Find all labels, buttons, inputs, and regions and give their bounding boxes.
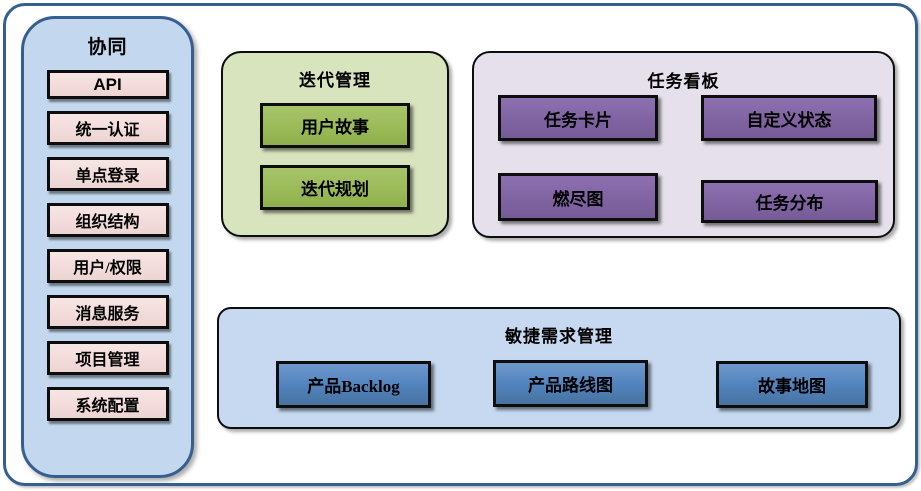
agile-requirements-title: 敏捷需求管理	[505, 327, 613, 346]
feature-box-product-backlog: 产品Backlog	[276, 361, 431, 408]
sidebar-item-system-config: 系统配置	[46, 387, 169, 421]
feature-box-story-map: 故事地图	[716, 361, 868, 408]
sidebar-item-message-service: 消息服务	[46, 295, 169, 329]
sidebar-item-unified-auth: 统一认证	[46, 111, 169, 145]
iteration-management-title: 迭代管理	[299, 71, 371, 90]
feature-box-product-roadmap: 产品路线图	[493, 360, 648, 407]
sidebar-item-api: API	[46, 70, 169, 99]
sidebar-item-project-management: 项目管理	[46, 341, 169, 375]
outer-frame: 协同 API 统一认证 单点登录 组织结构 用户/权限 消息服务 项目管理 系统…	[3, 3, 918, 486]
feature-box-custom-status: 自定义状态	[701, 95, 877, 141]
agile-requirements-panel: 敏捷需求管理 产品Backlog 产品路线图 故事地图	[217, 307, 901, 429]
task-board-panel: 任务看板 任务卡片 自定义状态 燃尽图 任务分布	[472, 51, 895, 238]
collaboration-item-list: API 统一认证 单点登录 组织结构 用户/权限 消息服务 项目管理 系统配置	[24, 70, 191, 421]
sidebar-item-users-permissions: 用户/权限	[46, 249, 169, 283]
sidebar-item-org-structure: 组织结构	[46, 203, 169, 237]
collaboration-panel: 协同 API 统一认证 单点登录 组织结构 用户/权限 消息服务 项目管理 系统…	[21, 16, 194, 478]
feature-box-user-story: 用户故事	[260, 103, 410, 148]
feature-box-burndown-chart: 燃尽图	[498, 173, 658, 221]
task-board-title: 任务看板	[647, 72, 720, 91]
iteration-item-list: 用户故事 迭代规划	[223, 103, 447, 210]
sidebar-item-sso: 单点登录	[46, 157, 169, 191]
feature-box-task-distribution: 任务分布	[701, 180, 878, 223]
collaboration-panel-title: 协同	[87, 37, 128, 58]
iteration-management-panel: 迭代管理 用户故事 迭代规划	[221, 51, 449, 237]
feature-box-iteration-planning: 迭代规划	[260, 165, 410, 210]
feature-box-task-card: 任务卡片	[498, 95, 658, 141]
